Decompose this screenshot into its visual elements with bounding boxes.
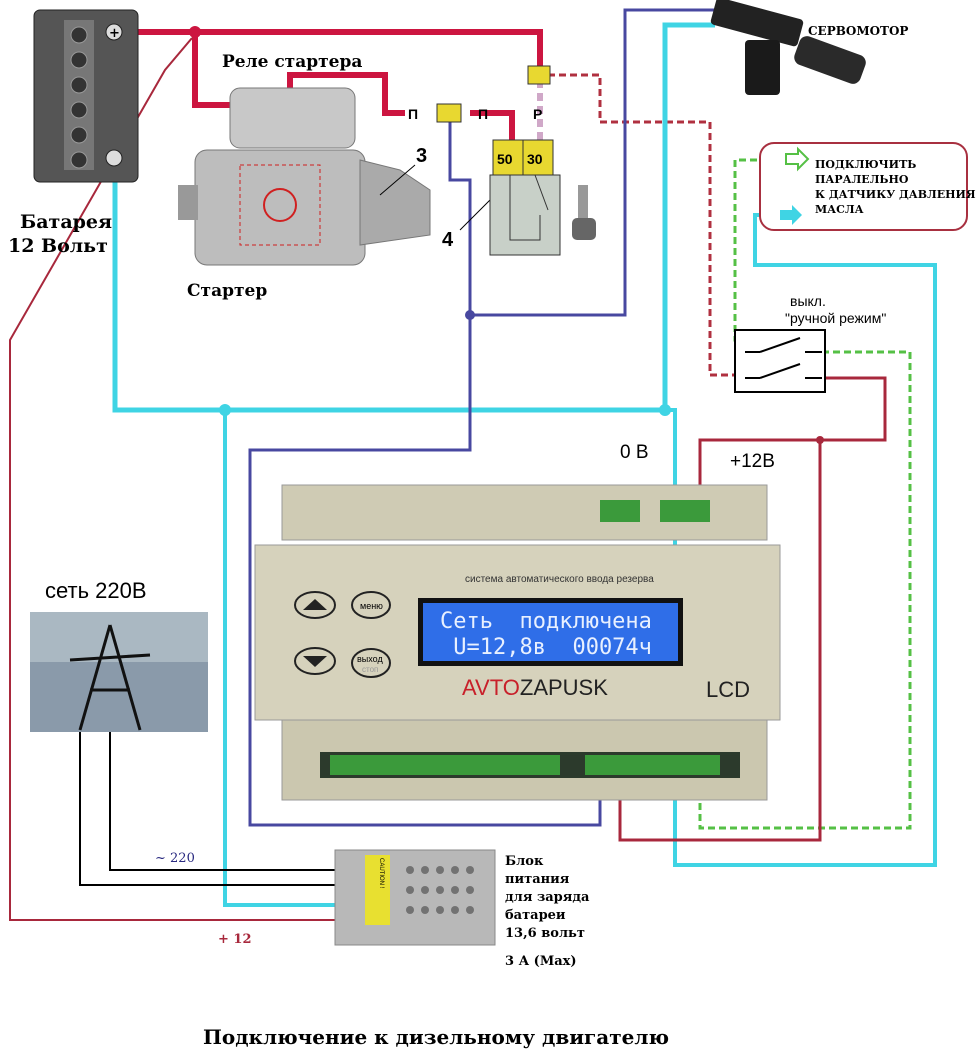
manual-mode-switch[interactable]: [734, 329, 826, 393]
dc-label: + 12: [218, 932, 252, 947]
switch-label-1: выкл.: [790, 293, 826, 309]
note-line-3: К ДАТЧИКУ ДАВЛЕНИЯ: [815, 188, 976, 201]
label-0v: 0 В: [620, 442, 649, 463]
mains-label: сеть 220В: [45, 578, 147, 603]
battery-plus: +: [109, 26, 120, 41]
servo-motor: [710, 0, 866, 95]
button-exit[interactable]: выход стоп: [351, 648, 391, 678]
callout-3: 3: [416, 145, 427, 167]
starter-motor: [178, 87, 431, 266]
wire-label-r: Р: [533, 106, 542, 122]
menu-label: меню: [360, 601, 383, 611]
arrow-green-icon: [785, 146, 810, 172]
battery: +: [33, 9, 139, 183]
diagram-title: Подключение к дизельному двигателю: [203, 1025, 669, 1049]
wire-thin-plus: [9, 37, 335, 921]
psu-line-4: батареи: [505, 908, 566, 923]
arrow-down-icon: [303, 656, 327, 667]
starter-relay-label: Реле стартера: [222, 52, 362, 72]
lcd-line-2: U=12,8в 00074ч: [440, 635, 652, 660]
button-down[interactable]: [294, 647, 336, 675]
terminal-30: 30: [527, 151, 543, 167]
wire-navy-servo: [448, 8, 715, 317]
starter-label: Стартер: [187, 281, 267, 301]
wire-relay-p: [287, 72, 405, 116]
connector-p: [436, 103, 462, 123]
ignition-switch: [489, 139, 561, 256]
wire-navy-device: [248, 315, 602, 827]
ac-label: ~ 220: [155, 851, 195, 866]
psu-line-6: 3 А (Max): [505, 954, 577, 969]
wire-dashed-red: [548, 73, 740, 377]
device-subtitle: система автоматического ввода резерва: [465, 574, 654, 585]
brand-logo: AVTOZAPUSK: [462, 675, 608, 700]
servo-label: СЕРВОМОТОР: [808, 24, 908, 38]
wire-ac2: [109, 720, 335, 871]
note-line-2: ПАРАЛЕЛЬНО: [815, 173, 909, 186]
model-label: LCD: [706, 677, 750, 702]
arrow-up-icon: [303, 599, 327, 610]
note-box: [759, 142, 968, 231]
button-up[interactable]: [294, 591, 336, 619]
key-icon: [572, 185, 596, 240]
exit-label: выход: [357, 654, 383, 664]
wire-ac1: [79, 720, 335, 886]
wire-label-p2: П: [478, 106, 488, 122]
lcd-screen: [423, 603, 678, 661]
callout-4: 4: [442, 229, 454, 251]
power-line-photo: [30, 612, 208, 732]
wire-plus12-down: [618, 440, 822, 842]
wire-green-dashed-2: [698, 350, 912, 830]
wire-battery-plus: [120, 29, 543, 70]
terminal-50: 50: [497, 151, 513, 167]
switch-label-2: "ручной режим": [785, 310, 886, 326]
avtozapusk-device: [254, 484, 781, 801]
battery-label-1: Батарея: [20, 211, 112, 233]
psu-line-5: 13,6 вольт: [505, 926, 585, 941]
power-supply-unit: [334, 849, 496, 946]
stop-label: стоп: [362, 665, 378, 674]
psu-line-2: питания: [505, 872, 570, 887]
battery-label-2: 12 Вольт: [8, 235, 108, 257]
wire-p-50: [470, 110, 515, 142]
connector-r: [527, 65, 551, 85]
note-line-4: МАСЛА: [815, 203, 864, 216]
arrow-cyan-icon: [780, 205, 802, 225]
note-line-1: ПОДКЛЮЧИТЬ: [815, 158, 916, 171]
lcd-line-1: Сеть подключена: [440, 609, 652, 634]
caution-label: CAUTION !: [378, 858, 384, 889]
psu-line-1: Блок: [505, 854, 544, 869]
wire-to-relay: [192, 32, 240, 108]
psu-line-3: для заряда: [505, 890, 590, 905]
junction-dots: [189, 26, 824, 444]
wire-minus-psu: [223, 410, 335, 907]
button-menu[interactable]: меню: [351, 591, 391, 619]
wire-label-p1: П: [408, 106, 418, 122]
label-plus12v: +12В: [730, 451, 775, 472]
wire-plus12: [698, 376, 887, 485]
